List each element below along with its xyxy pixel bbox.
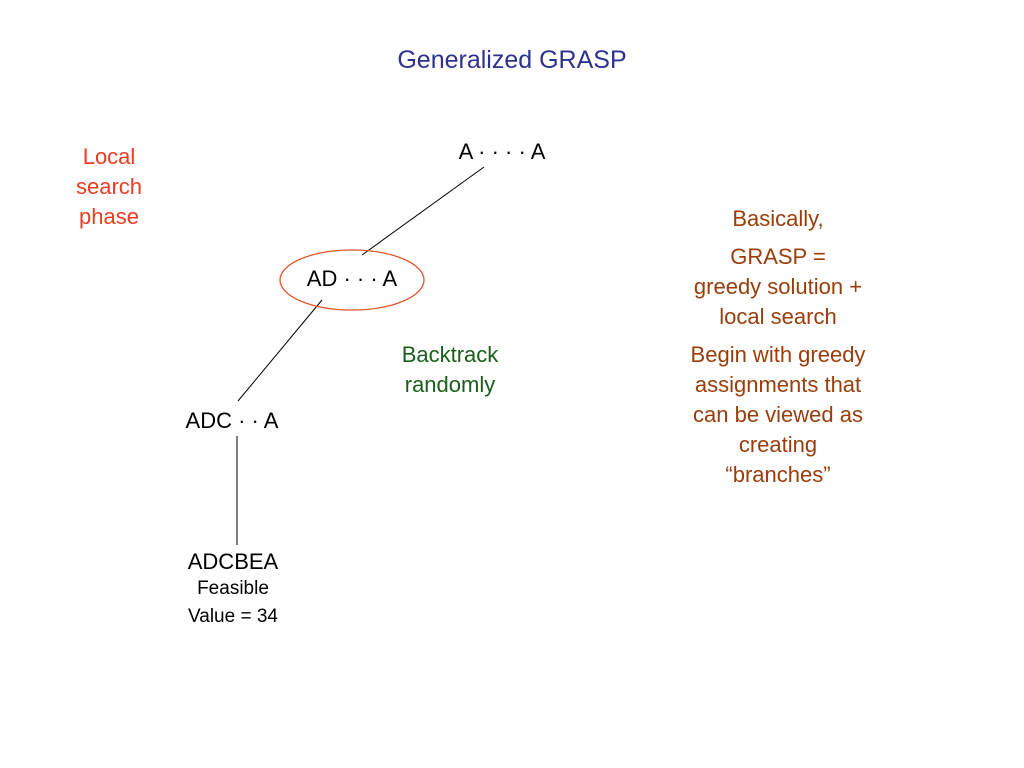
detail-line-1: Begin with greedy xyxy=(690,342,866,367)
tree-node-highlighted: AD · · · A xyxy=(306,266,398,291)
local-search-phase-label: Local search phase xyxy=(48,142,170,232)
slide-title: Generalized GRASP xyxy=(397,46,627,74)
definition-line-1: GRASP = xyxy=(730,244,826,269)
local-search-line-3: phase xyxy=(79,204,139,229)
local-search-line-2: search xyxy=(75,174,143,199)
explanation-definition: GRASP = greedy solution + local search xyxy=(664,242,892,332)
leaf-value: Value = 34 xyxy=(188,606,278,627)
leaf-label: ADCBEA xyxy=(187,549,279,574)
detail-line-5: “branches” xyxy=(725,462,831,487)
explanation-intro: Basically, xyxy=(732,206,824,231)
detail-line-3: can be viewed as xyxy=(693,402,863,427)
backtrack-randomly-label: Backtrack randomly xyxy=(370,340,530,400)
highlight-ellipse xyxy=(279,249,425,311)
backtrack-line-2: randomly xyxy=(404,372,496,397)
tree-node-root: A · · · · A xyxy=(458,139,546,164)
definition-line-3: local search xyxy=(719,304,837,329)
detail-line-4: creating xyxy=(738,432,818,457)
explanation-text: Basically, GRASP = greedy solution + loc… xyxy=(664,204,892,498)
edge-root-to-ad xyxy=(361,166,485,256)
backtrack-line-1: Backtrack xyxy=(401,342,499,367)
local-search-line-1: Local xyxy=(82,144,136,169)
detail-line-2: assignments that xyxy=(694,372,862,397)
tree-leaf: ADCBEA Feasible Value = 34 xyxy=(158,549,308,631)
definition-line-2: greedy solution + xyxy=(693,274,863,299)
edge-ad-to-adc xyxy=(237,299,323,402)
leaf-status: Feasible xyxy=(197,578,269,599)
explanation-detail: Begin with greedy assignments that can b… xyxy=(664,340,892,490)
tree-node-child: ADC · · A xyxy=(185,408,279,433)
